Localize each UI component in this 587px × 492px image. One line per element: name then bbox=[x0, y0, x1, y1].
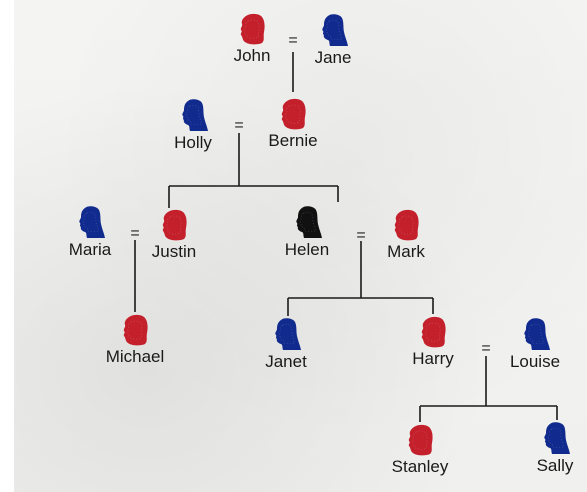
marriage-symbol-helen-mark: = bbox=[356, 227, 366, 244]
person-harry: Harry bbox=[378, 316, 488, 369]
marriage-symbol-maria-justin: = bbox=[130, 225, 140, 242]
female-head-icon bbox=[322, 14, 348, 46]
person-name-john: John bbox=[233, 46, 271, 65]
person-stanley: Stanley bbox=[365, 424, 475, 477]
person-janet: Janet bbox=[231, 317, 341, 372]
highlighted-female-head-icon bbox=[296, 206, 322, 238]
male-head-icon bbox=[123, 314, 148, 346]
person-maria: Maria bbox=[35, 205, 145, 260]
person-name-justin: Justin bbox=[151, 242, 197, 261]
marriage-symbol-harry-louise: = bbox=[481, 340, 491, 357]
male-head-icon bbox=[240, 13, 265, 45]
person-holly: Holly bbox=[138, 98, 248, 153]
female-head-icon bbox=[79, 206, 105, 238]
female-head-icon bbox=[275, 318, 301, 350]
person-michael: Michael bbox=[80, 314, 190, 367]
female-head-icon bbox=[524, 318, 550, 350]
person-sally: Sally bbox=[500, 421, 587, 476]
female-head-icon bbox=[544, 422, 570, 454]
person-name-maria: Maria bbox=[68, 240, 112, 259]
person-name-helen: Helen bbox=[284, 240, 330, 259]
person-bernie: Bernie bbox=[238, 98, 348, 151]
person-name-mark: Mark bbox=[387, 242, 425, 261]
person-name-holly: Holly bbox=[174, 133, 212, 152]
person-name-harry: Harry bbox=[412, 349, 454, 368]
person-name-louise: Louise bbox=[509, 352, 561, 371]
person-john: John bbox=[197, 13, 307, 66]
person-name-stanley: Stanley bbox=[391, 457, 449, 476]
male-head-icon bbox=[394, 209, 419, 241]
marriage-symbol-holly-bernie: = bbox=[234, 117, 244, 134]
male-head-icon bbox=[162, 209, 187, 241]
person-name-jane: Jane bbox=[314, 48, 352, 67]
person-helen: Helen bbox=[252, 205, 362, 260]
female-head-icon bbox=[182, 99, 208, 131]
person-name-sally: Sally bbox=[536, 456, 574, 475]
marriage-symbol-john-jane: = bbox=[288, 32, 298, 49]
person-justin: Justin bbox=[119, 209, 229, 262]
person-name-janet: Janet bbox=[265, 352, 307, 371]
person-name-bernie: Bernie bbox=[268, 131, 318, 150]
male-head-icon bbox=[421, 316, 446, 348]
person-jane: Jane bbox=[278, 13, 388, 68]
male-head-icon bbox=[408, 424, 433, 456]
person-louise: Louise bbox=[480, 317, 587, 372]
person-name-michael: Michael bbox=[105, 347, 165, 366]
male-head-icon bbox=[281, 98, 306, 130]
page-edge bbox=[0, 0, 14, 492]
person-mark: Mark bbox=[351, 209, 461, 262]
